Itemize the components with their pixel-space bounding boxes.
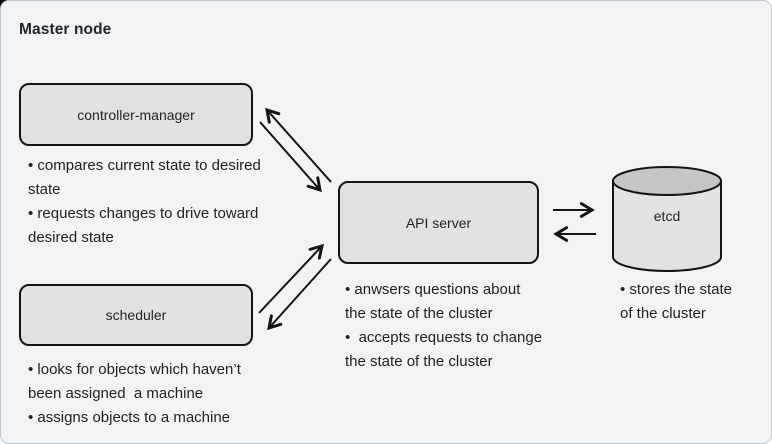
master-node-title: Master node [19,21,112,38]
note-line: the state of the cluster [345,305,493,322]
etcd-notes: • stores the state of the cluster [620,278,732,326]
scheduler-notes: • looks for objects which haven’t been a… [28,358,241,430]
note-line: • assigns objects to a machine [28,409,231,426]
api-server-notes: • anwsers questions about the state of t… [345,278,542,374]
api-server-label: API server [405,214,472,231]
api-server-box: API server [338,181,539,264]
note-line: of the cluster [620,305,706,322]
arrow-controller-manager-to-api-icon [259,121,320,190]
note-line: • accepts requests to change [345,329,543,346]
controller-manager-notes: • compares current state to desired stat… [28,154,261,250]
scheduler-box: scheduler [19,284,253,346]
controller-manager-label: controller-manager [77,106,195,123]
note-line: state [28,181,61,198]
etcd-label: etcd [653,208,681,224]
note-line: desired state [28,229,114,246]
note-line: • stores the state [620,281,732,298]
note-line: been assigned a machine [28,385,204,402]
note-line: the state of the cluster [345,353,493,370]
database-cylinder-icon [612,166,722,272]
scheduler-label: scheduler [105,307,167,323]
arrow-api-to-controller-manager-icon [267,110,332,183]
arrow-api-to-scheduler-icon [269,258,332,328]
note-line: • anwsers questions about [345,281,521,298]
controller-manager-box: controller-manager [19,83,253,146]
note-line: • looks for objects which haven’t [28,361,241,378]
arrow-scheduler-to-api-icon [258,246,322,314]
note-line: • compares current state to desired [28,157,261,174]
note-line: • requests changes to drive toward [28,205,259,222]
